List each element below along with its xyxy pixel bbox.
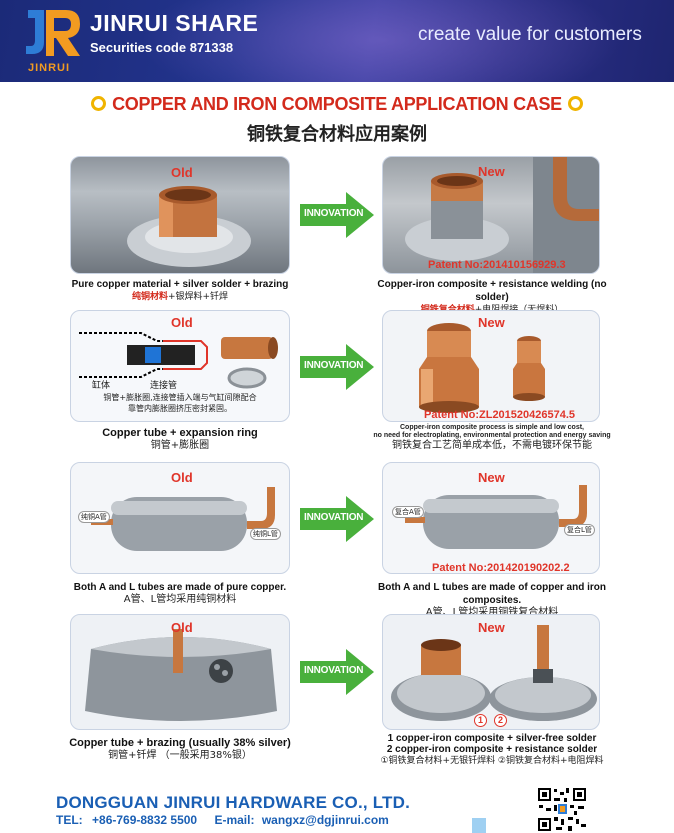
circle-icon (567, 96, 583, 111)
innovation-arrow-icon (300, 344, 374, 390)
row2-new-photo (382, 310, 600, 422)
slogan: create value for customers (418, 24, 642, 45)
page-subtitle: 铜铁复合材料应用案例 (247, 124, 427, 145)
row4-old-caption: Copper tube + brazing (usually 38% silve… (69, 737, 291, 761)
patent-number: Patent No:201420190202.2 (432, 562, 570, 574)
row2-old-caption: Copper tube + expansion ring 铜管+膨胀圈 (102, 427, 258, 451)
new-label: New (478, 620, 505, 635)
title-en: COPPER AND IRON COMPOSITE APPLICATION CA… (112, 94, 562, 114)
old-label: Old (171, 165, 193, 180)
pure-copper-tank-image (91, 487, 275, 551)
row1-old-caption: Pure copper material + silver solder + b… (71, 279, 289, 302)
new-label: New (478, 315, 505, 330)
diagram-note: 铜管+膨胀圈,连接管插入端与气缸间隙配合 靠管内膨胀圈挤压密封紧固。 (103, 393, 257, 413)
innovation-arrow-icon (300, 192, 374, 238)
arrow-label: INNOVATION (304, 512, 364, 523)
number-1: 1 (474, 714, 487, 727)
row1-old-photo (70, 156, 290, 274)
brazed-cover-image (85, 629, 277, 721)
company-name: DONGGUAN JINRUI HARDWARE CO., LTD. (56, 793, 411, 812)
old-tag-l: 纯铜L管 (250, 528, 281, 540)
copper-fitting-image (127, 186, 251, 267)
header-banner: JINRUI JINRUI SHARE Securities code 8713… (0, 0, 674, 82)
patent-number: Patent No:201410156929.3 (428, 259, 566, 271)
brand-name: JINRUI SHARE (90, 10, 259, 36)
number-2: 2 (494, 714, 507, 727)
email-label: E-mail: (214, 813, 255, 827)
row4-old-photo (70, 614, 290, 730)
diagram-label-pipe: 连接管 (150, 381, 178, 391)
tel-label: TEL: (56, 813, 83, 827)
new-tag-l: 复合L管 (564, 524, 595, 536)
row2-new-caption: Copper-iron composite process is simple … (373, 424, 611, 451)
page-title: COPPER AND IRON COMPOSITE APPLICATION CA… (0, 94, 674, 115)
old-label: Old (171, 620, 193, 635)
patent-number: Patent No:ZL201520426574.5 (424, 409, 576, 421)
copper-reducer-image (419, 323, 545, 413)
logo-text: JINRUI (28, 62, 71, 74)
diagram-label-cylinder: 缸体 (92, 381, 111, 391)
innovation-arrow-icon (300, 649, 374, 695)
row3-new-photo (382, 462, 600, 574)
tel-number: +86-769-8832 5500 (92, 813, 198, 827)
arrow-label: INNOVATION (304, 208, 364, 219)
securities-code: Securities code 871338 (90, 40, 234, 55)
old-label: Old (171, 315, 193, 330)
arrow-label: INNOVATION (304, 665, 364, 676)
email-address: wangxz@dgjinrui.com (261, 813, 389, 827)
new-label: New (478, 470, 505, 485)
innovation-arrow-icon (300, 496, 374, 542)
row2-old-diagram (70, 310, 290, 422)
composite-tank-image (405, 485, 587, 549)
copper-iron-fitting-image (405, 157, 599, 273)
new-label: New (478, 164, 505, 179)
jinrui-logo-icon (26, 10, 80, 56)
row3-new-caption: Both A and L tubes are made of copper an… (378, 582, 606, 618)
row4-new-caption: 1 copper-iron composite + silver-free so… (380, 733, 604, 766)
new-tag-a: 复合A管 (392, 506, 424, 518)
row3-old-caption: Both A and L tubes are made of pure copp… (73, 582, 287, 605)
row1-new-photo (382, 156, 600, 274)
old-label: Old (171, 470, 193, 485)
arrow-label: INNOVATION (304, 360, 364, 371)
old-tag-a: 纯铜A管 (78, 511, 110, 523)
circle-icon (91, 96, 107, 111)
contact-line: TEL: +86-769-8832 5500 E-mail: wangxz@dg… (56, 813, 389, 827)
qr-code-icon[interactable] (536, 786, 588, 833)
composite-cover-image (391, 625, 597, 721)
decorative-strip (472, 818, 486, 833)
row4-new-photo (382, 614, 600, 730)
expansion-ring-diagram (79, 332, 278, 389)
